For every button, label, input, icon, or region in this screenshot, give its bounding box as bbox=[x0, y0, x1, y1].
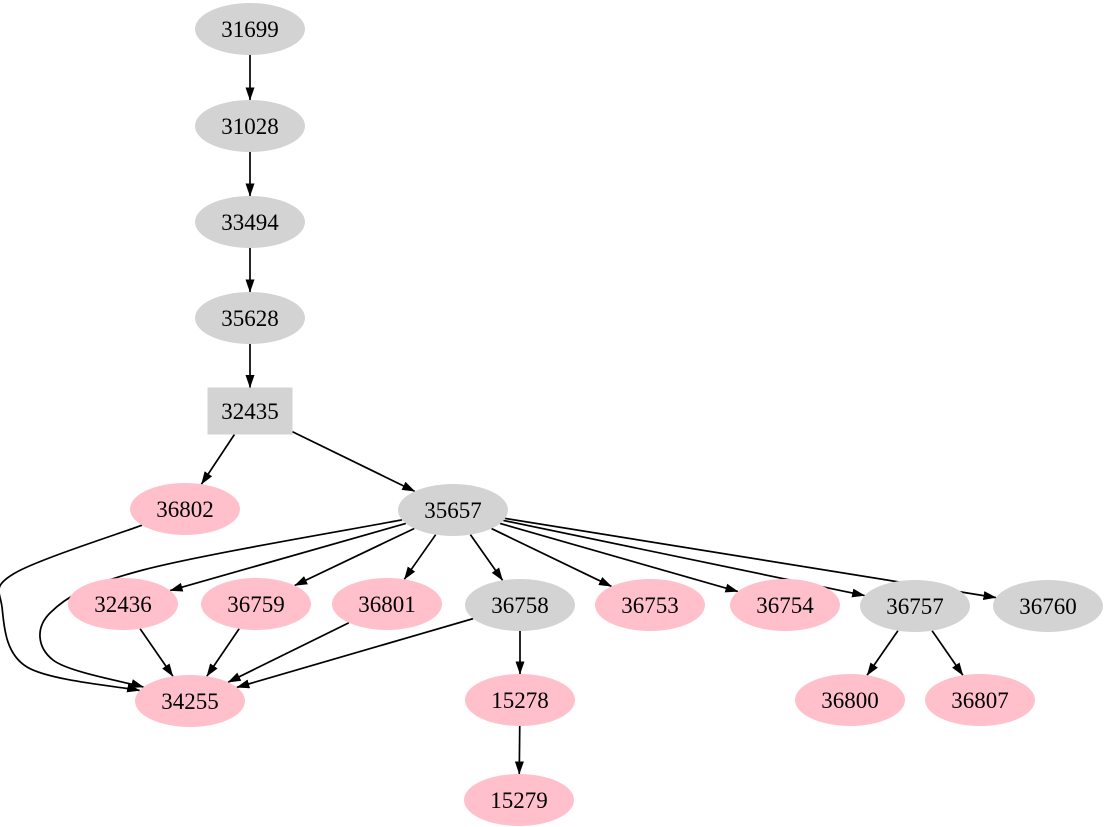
edge-36757-36800 bbox=[866, 630, 899, 676]
node-ellipse-shape bbox=[195, 100, 305, 152]
graph-nodes: 31699 31028 33494 35628 32435 36802 35657 32436… bbox=[68, 3, 1103, 826]
node-label: 33494 bbox=[221, 210, 279, 235]
node-label: 15278 bbox=[491, 688, 549, 713]
node-label: 36760 bbox=[1019, 594, 1077, 619]
node-35657: 35657 bbox=[398, 484, 508, 536]
edge-35657-36759 bbox=[294, 527, 415, 587]
node-ellipse-shape bbox=[398, 484, 508, 536]
node-label: 32435 bbox=[221, 399, 279, 424]
node-label: 36800 bbox=[821, 688, 879, 713]
node-label: 36802 bbox=[156, 497, 214, 522]
node-box-shape bbox=[207, 387, 293, 435]
node-ellipse-shape bbox=[135, 675, 245, 727]
edge-36758-34255 bbox=[236, 617, 474, 689]
node-label: 36807 bbox=[951, 688, 1009, 713]
edge-36759-34255 bbox=[206, 628, 240, 677]
edge-32435-36802 bbox=[200, 434, 236, 485]
node-36760: 36760 bbox=[993, 580, 1103, 632]
node-32436: 32436 bbox=[68, 578, 178, 630]
edge-36801-34255 bbox=[227, 621, 350, 684]
node-label: 36758 bbox=[491, 593, 549, 618]
node-label: 15279 bbox=[490, 788, 548, 813]
node-label: 31699 bbox=[221, 17, 279, 42]
graph-edges bbox=[0, 55, 997, 775]
node-ellipse-shape bbox=[993, 580, 1103, 632]
edge-35657-32436 bbox=[169, 522, 407, 592]
node-31028: 31028 bbox=[195, 100, 305, 152]
node-label: 36759 bbox=[227, 592, 285, 617]
node-ellipse-shape bbox=[730, 579, 840, 631]
node-36754: 36754 bbox=[730, 579, 840, 631]
node-36801: 36801 bbox=[332, 578, 442, 630]
node-ellipse-shape bbox=[465, 579, 575, 631]
node-34255: 34255 bbox=[135, 675, 245, 727]
edge-35657-34255 bbox=[39, 519, 403, 688]
node-label: 31028 bbox=[221, 114, 279, 139]
node-label: 36753 bbox=[621, 593, 679, 618]
edge-35657-36753 bbox=[491, 527, 612, 588]
node-label: 36757 bbox=[886, 594, 944, 619]
node-label: 36801 bbox=[358, 592, 416, 617]
node-ellipse-shape bbox=[860, 580, 970, 632]
node-33494: 33494 bbox=[195, 196, 305, 248]
node-36759: 36759 bbox=[201, 578, 311, 630]
node-36800: 36800 bbox=[795, 674, 905, 726]
node-ellipse-shape bbox=[195, 292, 305, 344]
node-32435: 32435 bbox=[207, 387, 293, 435]
node-36802: 36802 bbox=[130, 483, 240, 535]
node-36758: 36758 bbox=[465, 579, 575, 631]
node-ellipse-shape bbox=[332, 578, 442, 630]
node-ellipse-shape bbox=[925, 674, 1035, 726]
node-ellipse-shape bbox=[201, 578, 311, 630]
node-label: 35657 bbox=[424, 498, 482, 523]
node-label: 32436 bbox=[94, 592, 152, 617]
node-label: 35628 bbox=[221, 306, 279, 331]
edge-36802-34255 bbox=[0, 524, 143, 693]
node-31699: 31699 bbox=[195, 3, 305, 55]
edge-35657-36801 bbox=[403, 534, 437, 580]
node-ellipse-shape bbox=[68, 578, 178, 630]
node-15279: 15279 bbox=[464, 774, 574, 826]
node-label: 36754 bbox=[756, 593, 814, 618]
node-35628: 35628 bbox=[195, 292, 305, 344]
node-15278: 15278 bbox=[465, 674, 575, 726]
edge-32436-34255 bbox=[139, 628, 174, 677]
node-36757: 36757 bbox=[860, 580, 970, 632]
node-36807: 36807 bbox=[925, 674, 1035, 726]
node-ellipse-shape bbox=[130, 483, 240, 535]
edge-32435-35657 bbox=[292, 430, 416, 493]
node-ellipse-shape bbox=[195, 196, 305, 248]
node-ellipse-shape bbox=[465, 674, 575, 726]
edge-35657-36754 bbox=[499, 522, 739, 593]
edge-35657-36758 bbox=[469, 534, 504, 581]
node-36753: 36753 bbox=[595, 579, 705, 631]
edge-36757-36807 bbox=[931, 630, 964, 676]
node-ellipse-shape bbox=[195, 3, 305, 55]
node-ellipse-shape bbox=[464, 774, 574, 826]
node-ellipse-shape bbox=[595, 579, 705, 631]
node-label: 34255 bbox=[161, 689, 219, 714]
node-ellipse-shape bbox=[795, 674, 905, 726]
